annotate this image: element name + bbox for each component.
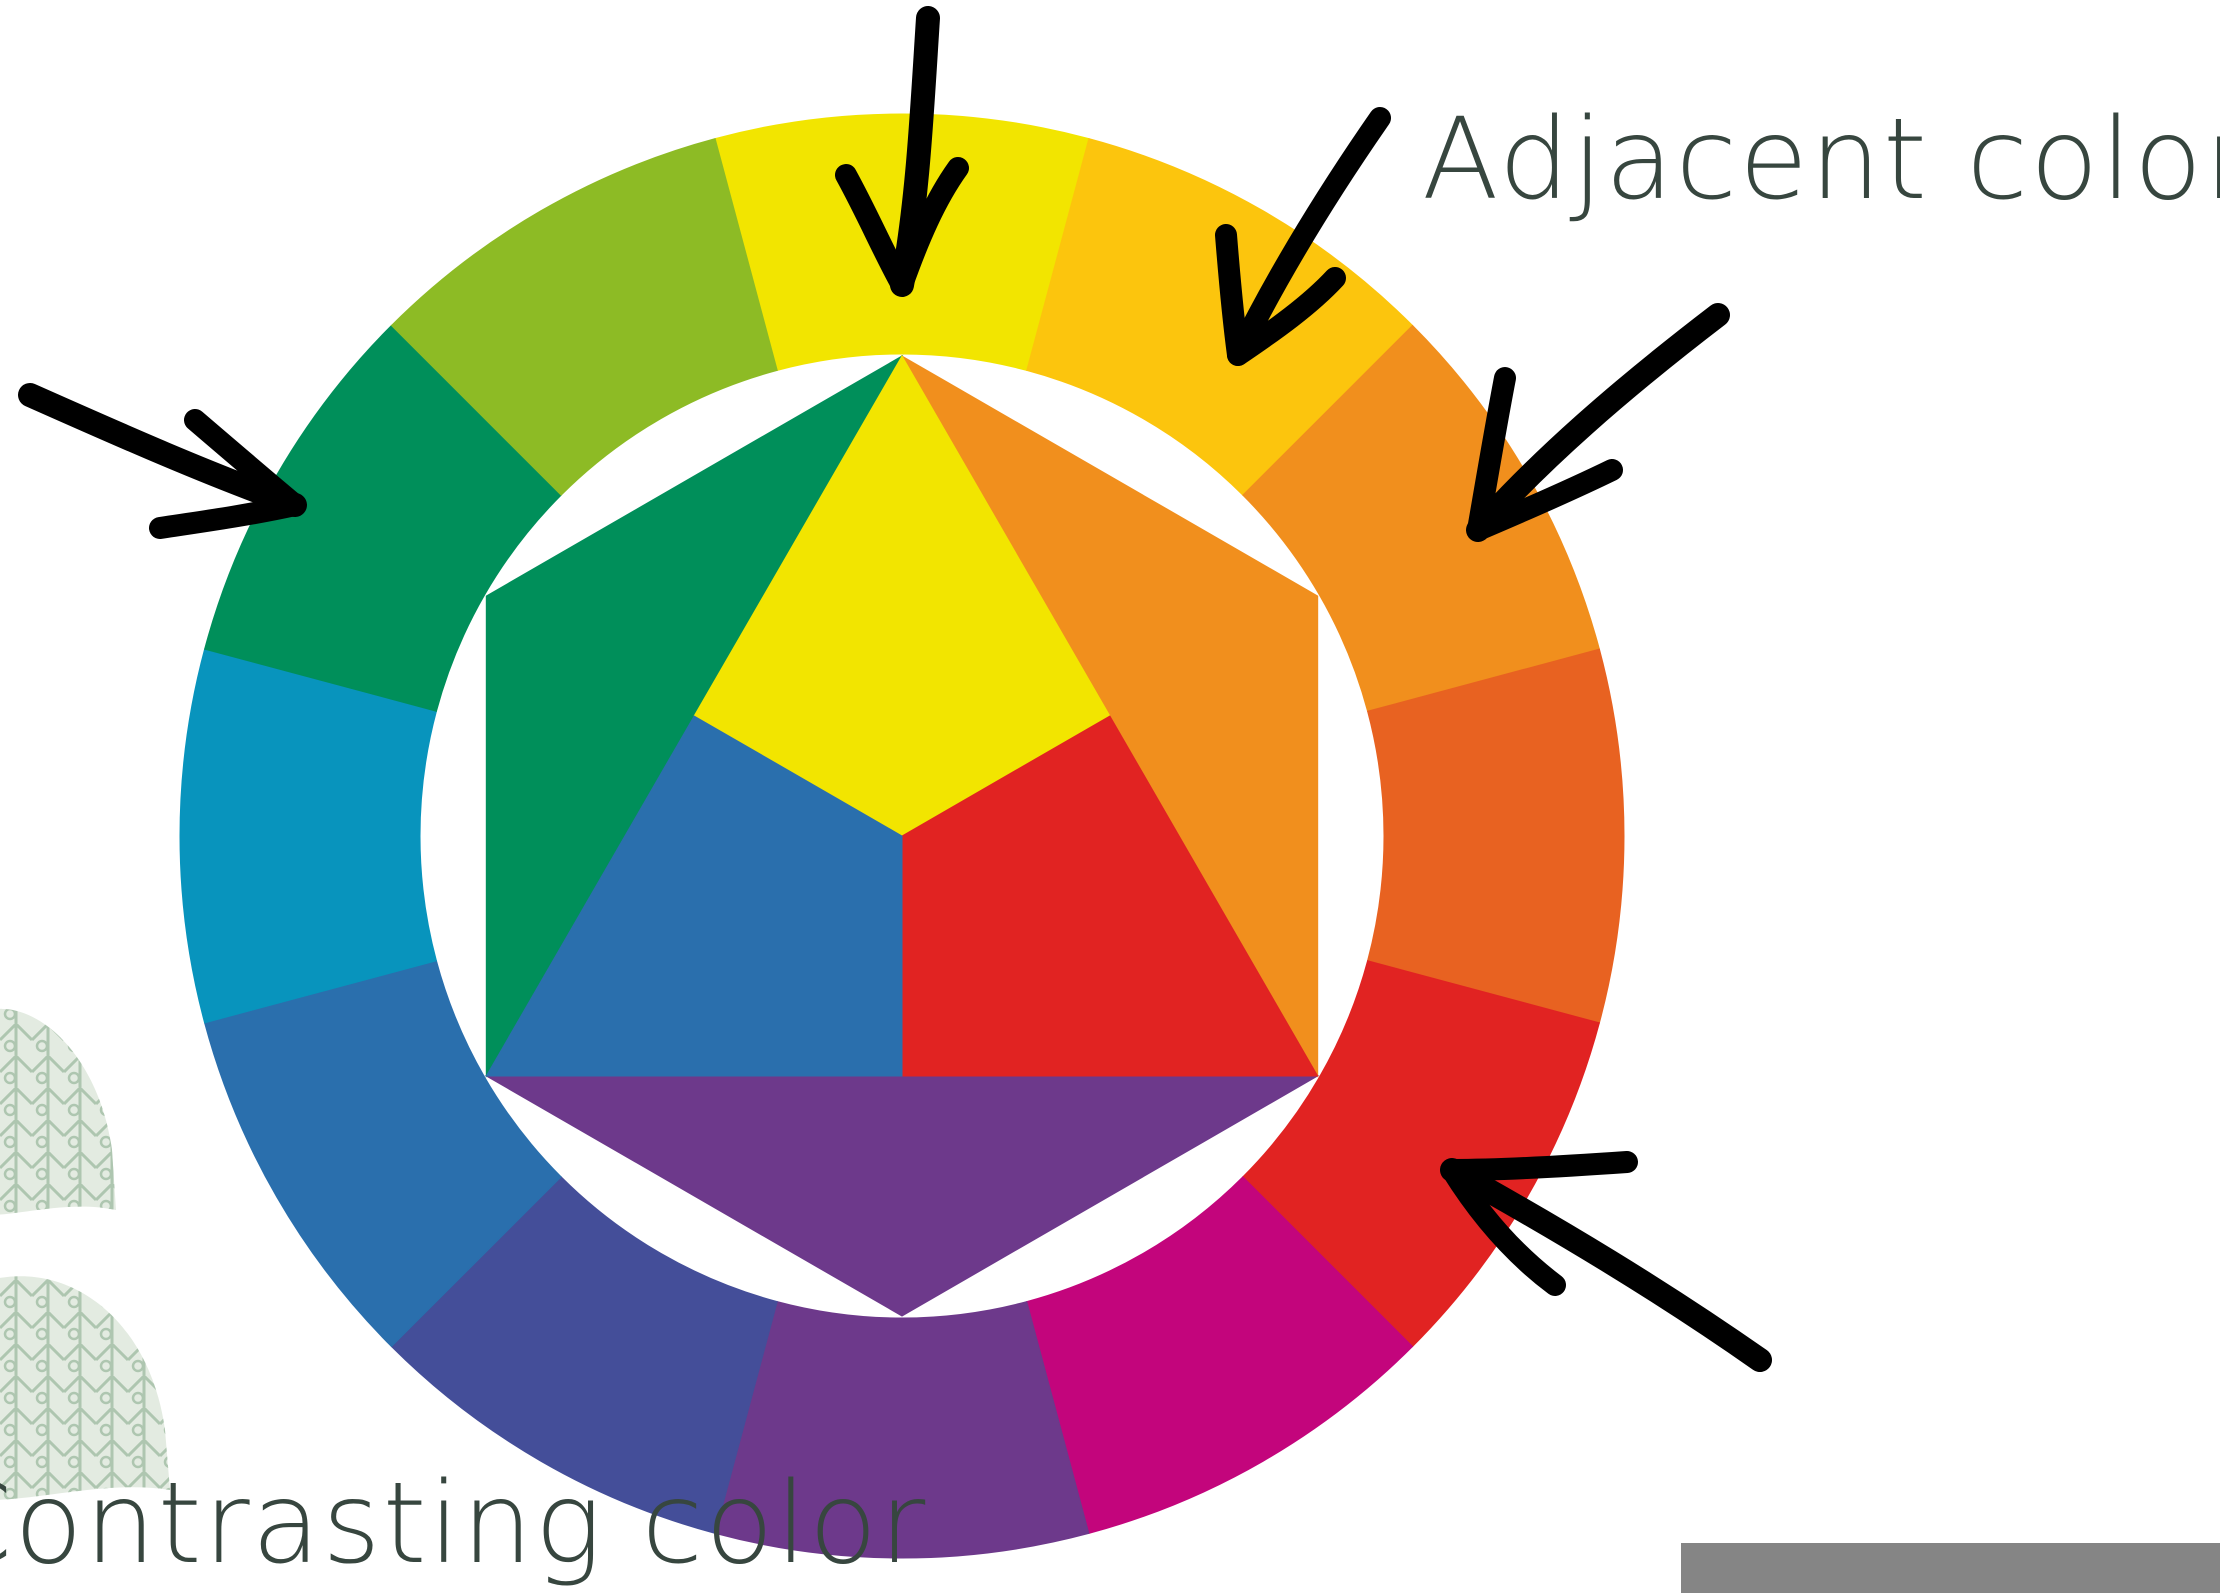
adjacent-color-label: Adjacent color <box>1422 95 2220 225</box>
ring-segment-blue-green <box>179 648 438 1024</box>
arrow-icon-left <box>18 383 307 539</box>
leaf-pattern-lower <box>0 1276 170 1500</box>
watermark-banner <box>1681 1543 2220 1593</box>
arrow-icon-adjacent-1 <box>1215 107 1391 366</box>
arrow-group <box>18 6 1772 1372</box>
leaf-pattern-upper <box>0 1008 116 1215</box>
arrow-icon-contrasting <box>1440 1151 1772 1372</box>
contrasting-color-label: Contrasting color <box>0 1459 928 1589</box>
leaf-decoration <box>0 1008 170 1500</box>
color-ring <box>179 113 1625 1559</box>
color-hexagon <box>484 354 1320 1317</box>
ring-segment-yellow-green <box>390 137 778 496</box>
ring-segment-red-orange <box>1366 648 1625 1024</box>
center-piece-blue <box>485 715 903 1077</box>
arrow-icon-adjacent-2 <box>1466 303 1730 542</box>
arrow-icon-top <box>835 6 969 297</box>
